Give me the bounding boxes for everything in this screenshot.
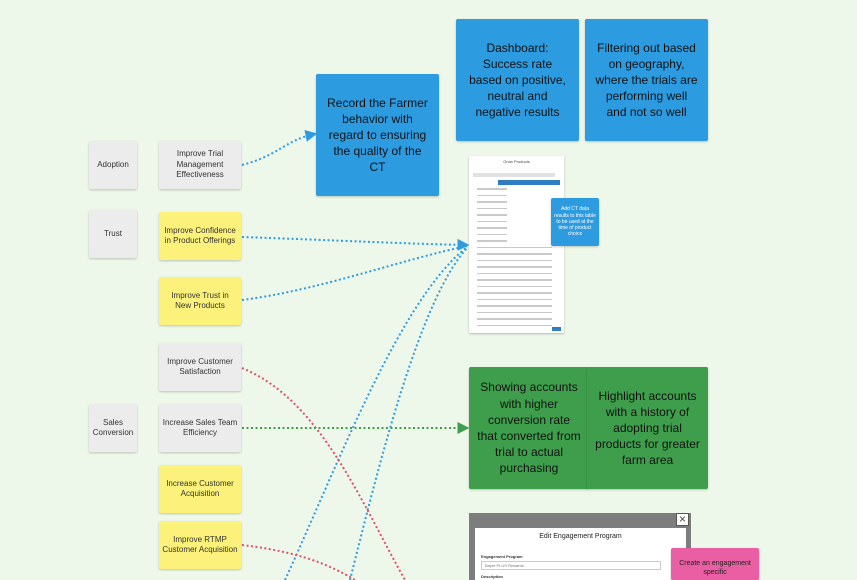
table-row bbox=[477, 305, 552, 307]
description-label: Description bbox=[481, 574, 504, 579]
table-row bbox=[477, 279, 552, 281]
table-row bbox=[477, 292, 552, 294]
connector-satisfaction-red bbox=[241, 367, 406, 580]
connector-rtmp-red bbox=[241, 544, 356, 580]
table-row bbox=[477, 207, 507, 209]
note-dashboard[interactable]: Dashboard: Success rate based on positiv… bbox=[456, 19, 579, 141]
goal-confidence[interactable]: Improve Confidence in Product Offerings bbox=[159, 212, 241, 260]
note-record-behavior[interactable]: Record the Farmer behavior with regard t… bbox=[316, 74, 439, 196]
table-row bbox=[477, 285, 552, 287]
table-row bbox=[477, 246, 552, 248]
table-row bbox=[477, 259, 552, 261]
edit-engagement-modal[interactable]: Edit Engagement Program Engagement Progr… bbox=[475, 528, 686, 580]
category-adoption[interactable]: Adoption bbox=[89, 141, 137, 189]
note-ct-data[interactable]: Add CT data results to this table to be … bbox=[551, 198, 599, 246]
note-ct-data-text: Add CT data results to this table to be … bbox=[554, 206, 596, 238]
note-showing-accounts-text: Showing accounts with higher conversion … bbox=[477, 380, 581, 476]
note-dashboard-text: Dashboard: Success rate based on positiv… bbox=[469, 40, 566, 120]
goal-customer-satisfaction[interactable]: Improve Customer Satisfaction bbox=[159, 343, 241, 391]
goal-trust-new-products[interactable]: Improve Trust in New Products bbox=[159, 277, 241, 325]
connector-confidence-to-table bbox=[241, 236, 470, 251]
close-icon[interactable]: × bbox=[676, 513, 689, 526]
connector-trial-to-record bbox=[241, 130, 318, 166]
table-row bbox=[477, 240, 507, 242]
goal-trial-management-label: Improve Trial Management Effectiveness bbox=[176, 149, 224, 180]
note-filtering-text: Filtering out based on geography, where … bbox=[595, 40, 698, 120]
goal-trust-new-products-label: Improve Trust in New Products bbox=[171, 290, 229, 310]
goal-confidence-label: Improve Confidence in Product Offerings bbox=[164, 225, 236, 245]
table-filter-bar bbox=[473, 173, 555, 177]
table-row bbox=[477, 188, 507, 190]
goal-rtmp-acquisition[interactable]: Improve RTMP Customer Acquisition bbox=[159, 521, 241, 569]
category-adoption-label: Adoption bbox=[97, 159, 129, 169]
note-create-engagement-text: Create an engagement specific bbox=[679, 560, 751, 577]
connector-trust-to-table bbox=[241, 245, 468, 301]
category-sales-conversion[interactable]: Sales Conversion bbox=[89, 404, 137, 452]
category-sales-conversion-label: Sales Conversion bbox=[92, 417, 134, 437]
category-trust-label: Trust bbox=[104, 228, 122, 238]
connector-bottom1-to-table bbox=[284, 246, 468, 580]
engagement-program-label: Engagement Program bbox=[481, 554, 523, 559]
table-row bbox=[477, 253, 552, 255]
goal-customer-satisfaction-label: Improve Customer Satisfaction bbox=[167, 356, 233, 376]
table-row bbox=[477, 272, 552, 274]
edit-engagement-title: Edit Engagement Program bbox=[539, 533, 622, 540]
table-row bbox=[477, 311, 552, 313]
table-row bbox=[477, 324, 552, 326]
engagement-program-input[interactable]: Bayer PLUS Rewards bbox=[481, 561, 661, 570]
note-showing-accounts[interactable]: Showing accounts with higher conversion … bbox=[469, 367, 589, 489]
goal-rtmp-acquisition-label: Improve RTMP Customer Acquisition bbox=[162, 534, 238, 554]
category-trust[interactable]: Trust bbox=[89, 210, 137, 258]
table-row bbox=[477, 194, 507, 196]
goal-sales-efficiency[interactable]: Increase Sales Team Efficiency bbox=[159, 404, 241, 452]
goal-trial-management[interactable]: Improve Trial Management Effectiveness bbox=[159, 141, 241, 189]
table-header bbox=[498, 180, 560, 185]
note-record-behavior-text: Record the Farmer behavior with regard t… bbox=[327, 95, 428, 175]
table-row bbox=[477, 266, 552, 268]
table-row bbox=[477, 201, 507, 203]
table-row bbox=[477, 220, 507, 222]
table-row bbox=[477, 227, 507, 229]
table-row bbox=[477, 318, 552, 320]
goal-customer-acquisition[interactable]: Increase Customer Acquisition bbox=[159, 465, 241, 513]
goal-sales-efficiency-label: Increase Sales Team Efficiency bbox=[162, 417, 238, 437]
note-highlight-accounts-text: Highlight accounts with a history of ado… bbox=[595, 388, 700, 468]
grow-products-title: Grow Products bbox=[503, 159, 530, 164]
table-row bbox=[477, 214, 507, 216]
table-save-button[interactable] bbox=[552, 327, 561, 331]
note-highlight-accounts[interactable]: Highlight accounts with a history of ado… bbox=[587, 367, 708, 489]
connector-bottom2-to-table bbox=[349, 247, 468, 580]
goal-customer-acquisition-label: Increase Customer Acquisition bbox=[166, 478, 234, 498]
note-filtering[interactable]: Filtering out based on geography, where … bbox=[585, 19, 708, 141]
table-row bbox=[477, 233, 507, 235]
grow-products-screenshot[interactable]: Grow Products bbox=[469, 156, 564, 333]
table-row bbox=[477, 298, 552, 300]
note-create-engagement[interactable]: Create an engagement specific bbox=[671, 548, 759, 580]
